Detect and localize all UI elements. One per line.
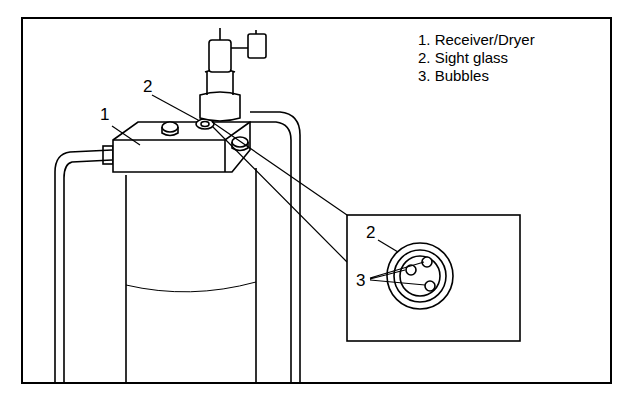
dryer-head [113,122,250,172]
head-edges [113,122,250,172]
pressure-switch [200,92,240,121]
key-text: 3. Bubbles [418,68,489,83]
callout-number: 3 [356,272,365,289]
leader-line [152,95,198,120]
callout-number: 1 [100,106,109,123]
callout-number: 2 [366,224,375,241]
callout-number: 2 [143,78,152,95]
tube-fitting [103,146,113,164]
dryer-cylinder [126,168,256,383]
inset-box [347,215,520,341]
bubble [425,281,435,291]
key-text: 1. Receiver/Dryer [418,32,535,47]
magnify-lines [212,122,347,262]
key-text: 2. Sight glass [418,50,508,65]
leader-line [112,126,140,145]
inlet-tube [55,150,112,383]
leader-line [378,240,398,252]
leader-line [370,262,425,285]
frame [22,18,611,383]
cylinder-band [126,282,256,292]
